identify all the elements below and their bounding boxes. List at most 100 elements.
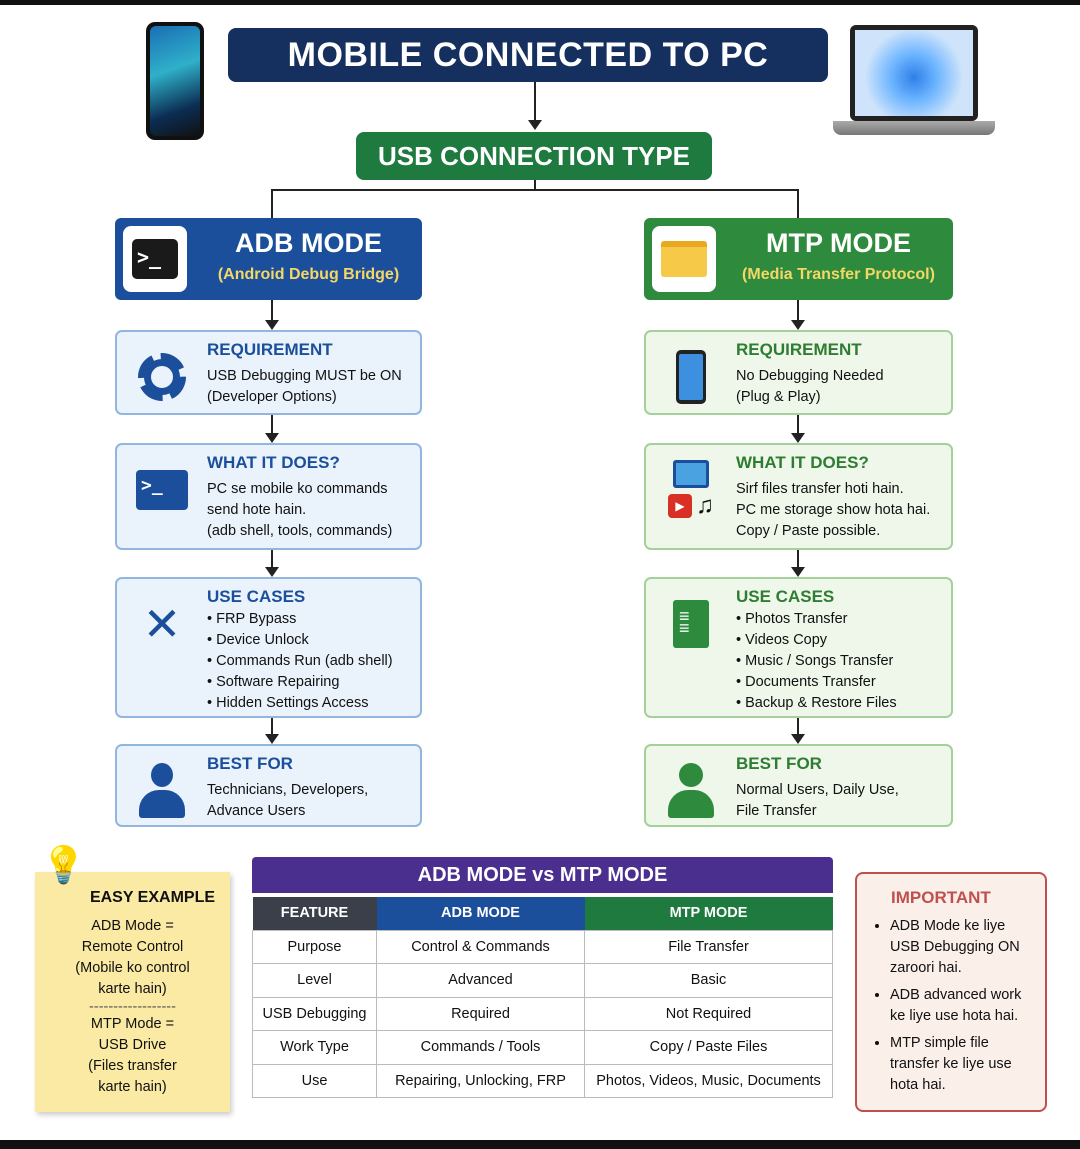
laptop-image: [850, 25, 978, 121]
table-cell: Required: [376, 996, 585, 1031]
monitor-terminal-icon: >_: [127, 455, 197, 525]
adb-best-for-card: BEST FOR Technicians, Developers, Advance…: [115, 744, 422, 827]
arrow-down-icon: [265, 567, 279, 577]
mtp-what-card: ▶♫ WHAT IT DOES? Sirf files transfer hot…: [644, 443, 953, 550]
card-text: Technicians, Developers,: [207, 782, 369, 798]
adb-mode-header: >_ ADB MODE (Android Debug Bridge): [115, 218, 422, 300]
table-cell: Use: [252, 1063, 377, 1098]
connector: [271, 718, 273, 736]
table-cell: File Transfer: [584, 929, 833, 964]
table-cell: Basic: [584, 963, 833, 998]
table-cell: Photos, Videos, Music, Documents: [584, 1063, 833, 1098]
mtp-subtitle: (Media Transfer Protocol): [742, 266, 935, 283]
list-item: Commands Run (adb shell): [207, 651, 393, 672]
card-text: USB Debugging MUST be ON: [207, 368, 402, 384]
adb-title: ADB MODE: [235, 228, 382, 258]
table-cell: Copy / Paste Files: [584, 1030, 833, 1065]
adb-use-cases-card: ✕ USE CASES FRP BypassDevice UnlockComma…: [115, 577, 422, 718]
card-text: Sirf files transfer hoti hain.: [736, 481, 904, 497]
media-icon: ▶♫: [656, 455, 726, 525]
bottom-border: [0, 1140, 1080, 1149]
easy-text: (Mobile ko control: [75, 960, 190, 976]
connector: [797, 718, 799, 736]
phone-icon: [656, 342, 726, 412]
connector: [797, 189, 799, 218]
adb-requirement-card: REQUIREMENT USB Debugging MUST be ON(Dev…: [115, 330, 422, 415]
card-text: Copy / Paste possible.: [736, 523, 881, 539]
arrow-down-icon: [791, 567, 805, 577]
card-heading: WHAT IT DOES?: [736, 453, 869, 472]
card-text: Advance Users: [207, 803, 306, 819]
card-heading: BEST FOR: [207, 754, 293, 773]
connector: [797, 550, 799, 569]
card-heading: USE CASES: [207, 587, 306, 606]
main-title: MOBILE CONNECTED TO PC: [228, 28, 828, 82]
mtp-requirement-card: REQUIREMENT No Debugging Needed(Plug & P…: [644, 330, 953, 415]
card-text: send hote hain.: [207, 502, 307, 518]
card-heading: USE CASES: [736, 587, 835, 606]
top-border: [0, 0, 1080, 5]
easy-text: karte hain): [98, 981, 167, 997]
gear-icon: [127, 342, 197, 412]
table-cell: Advanced: [376, 963, 585, 998]
card-text: Normal Users, Daily Use,: [736, 782, 899, 798]
column-header: MTP MODE: [584, 897, 833, 930]
laptop-base: [833, 121, 995, 135]
list-item: FRP Bypass: [207, 609, 393, 630]
arrow-down-icon: [791, 320, 805, 330]
table-cell: Level: [252, 963, 377, 998]
table-cell: Repairing, Unlocking, FRP: [376, 1063, 585, 1098]
table-cell: Control & Commands: [376, 929, 585, 964]
connector: [797, 300, 799, 322]
easy-text: ADB Mode =: [91, 918, 174, 934]
list-item: Videos Copy: [736, 630, 897, 651]
comparison-title: ADB MODE vs MTP MODE: [252, 857, 833, 893]
list-item: Music / Songs Transfer: [736, 651, 897, 672]
lightbulb-icon: 💡: [41, 844, 86, 885]
mtp-title: MTP MODE: [765, 228, 911, 258]
terminal-icon: >_: [123, 226, 187, 292]
important-item: ADB Mode ke liye USB Debugging ON zaroor…: [890, 916, 1035, 979]
card-heading: REQUIREMENT: [736, 340, 862, 359]
easy-text: karte hain): [98, 1079, 167, 1095]
connector: [271, 189, 799, 191]
list-item: Device Unlock: [207, 630, 393, 651]
adb-what-card: >_ WHAT IT DOES? PC se mobile ko command…: [115, 443, 422, 550]
list-item: Photos Transfer: [736, 609, 897, 630]
table-cell: Commands / Tools: [376, 1030, 585, 1065]
connector: [271, 550, 273, 569]
arrow-down-icon: [791, 433, 805, 443]
table-cell: USB Debugging: [252, 996, 377, 1031]
card-text: No Debugging Needed: [736, 368, 884, 384]
important-item: MTP simple file transfer ke liye use hot…: [890, 1033, 1035, 1096]
technician-icon: [127, 756, 197, 826]
tools-icon: ✕: [142, 598, 182, 650]
easy-text: USB Drive: [98, 1037, 167, 1053]
arrow-down-icon: [265, 320, 279, 330]
easy-heading: EASY EXAMPLE: [89, 889, 216, 906]
user-icon: [656, 756, 726, 826]
easy-text: Remote Control: [81, 939, 184, 955]
table-cell: Not Required: [584, 996, 833, 1031]
easy-text: MTP Mode =: [90, 1016, 175, 1032]
arrow-down-icon: [265, 433, 279, 443]
card-heading: BEST FOR: [736, 754, 822, 773]
card-text: PC se mobile ko commands: [207, 481, 388, 497]
arrow-down-icon: [265, 734, 279, 744]
easy-text: (Files transfer: [88, 1058, 177, 1074]
table-cell: Work Type: [252, 1030, 377, 1065]
column-header: ADB MODE: [376, 897, 585, 930]
easy-example-note: 💡 EASY EXAMPLE ADB Mode = Remote Control (…: [35, 847, 230, 1112]
card-heading: REQUIREMENT: [207, 340, 333, 359]
list-item: Hidden Settings Access: [207, 693, 393, 714]
list-item: Documents Transfer: [736, 672, 897, 693]
document-icon: ≡≡: [656, 589, 726, 659]
phone-image: [146, 22, 204, 140]
connector: [534, 180, 536, 191]
mtp-best-for-card: BEST FOR Normal Users, Daily Use,File Tr…: [644, 744, 953, 827]
column-header: FEATURE: [252, 897, 377, 930]
list-item: Backup & Restore Files: [736, 693, 897, 714]
